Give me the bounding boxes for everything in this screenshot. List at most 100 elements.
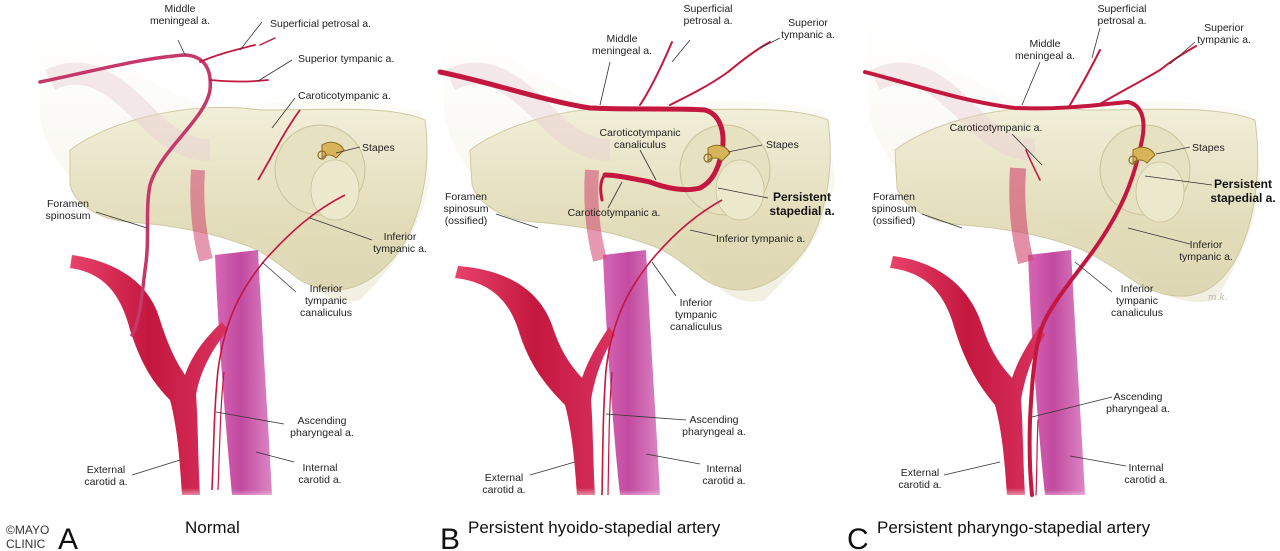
label-line: tympanic a. xyxy=(781,29,835,41)
label-line: Inferior xyxy=(680,297,713,309)
label-line: Superior tympanic a. xyxy=(298,53,394,65)
label-line: Superficial petrosal a. xyxy=(270,18,371,30)
label-line: External xyxy=(485,472,524,484)
panel-letter: A xyxy=(58,523,78,551)
copyright-line: CLINIC xyxy=(6,537,46,551)
panel-c: m.k. xyxy=(863,20,1262,505)
small-arteries-b xyxy=(601,199,723,496)
label-line: Inferior xyxy=(310,283,343,295)
leaders-b xyxy=(495,37,781,476)
label-line: Stapes xyxy=(362,142,395,154)
label-stapes: Stapes xyxy=(362,142,395,154)
label-line: canaliculus xyxy=(614,139,666,151)
label-line: External xyxy=(901,467,940,479)
label-line: tympanic xyxy=(1116,295,1158,307)
label-line: meningeal a. xyxy=(1015,50,1075,62)
middle-meningeal-artery-a xyxy=(38,37,276,337)
stapes-b xyxy=(703,144,731,163)
label-line: tympanic a. xyxy=(1179,251,1233,263)
label-superficial-petrosal: Superficial petrosal a. xyxy=(270,18,371,30)
stapedial-artery-b xyxy=(437,41,771,202)
label-line: Foramen xyxy=(47,198,89,210)
label-caroticotympanic: Caroticotympanic a. xyxy=(298,90,391,102)
temporal-bone-c xyxy=(865,20,1262,302)
label-line: Caroticotympanic a. xyxy=(568,207,661,219)
stapedial-artery-c xyxy=(863,45,1197,497)
label-line: Inferior xyxy=(1190,239,1223,251)
leaders-c xyxy=(921,27,1213,476)
label-line: Ascending xyxy=(1113,391,1162,403)
leaders-a xyxy=(95,21,373,476)
label-line: tympanic xyxy=(675,309,717,321)
label-line: tympanic xyxy=(305,295,347,307)
label-line: Superior xyxy=(788,17,828,29)
internal-carotid-artery-b xyxy=(584,169,663,505)
label-line: tympanic a. xyxy=(373,243,427,255)
label-line: stapedial a. xyxy=(1210,191,1275,205)
external-carotid-artery-a xyxy=(70,255,228,503)
internal-carotid-artery-a xyxy=(190,169,275,505)
label-line: petrosal a. xyxy=(1097,15,1146,27)
label-line: spinosum xyxy=(872,203,917,215)
label-line: Middle xyxy=(1030,38,1061,50)
label-line: Middle xyxy=(165,3,196,15)
label-line: Foramen xyxy=(873,191,915,203)
panel-caption: Normal xyxy=(185,518,240,537)
label-line: Stapes xyxy=(1192,142,1225,154)
label-line: meningeal a. xyxy=(592,45,652,57)
panel-caption: Persistent hyoido-stapedial artery xyxy=(468,518,721,537)
label-superior-tympanic: Superior tympanic a. xyxy=(298,53,394,65)
label-caroticotympanic: Caroticotympanic a. xyxy=(568,207,661,219)
label-line: spinosum xyxy=(46,210,91,222)
panel-letter: C xyxy=(847,523,869,551)
stapes-c xyxy=(1128,146,1156,165)
internal-carotid-artery-c xyxy=(1009,167,1088,505)
label-line: canaliculus xyxy=(1111,307,1163,319)
label-line: carotid a. xyxy=(482,484,525,496)
label-line: Persistent xyxy=(773,190,831,204)
label-line: carotid a. xyxy=(898,479,941,491)
temporal-bone-b xyxy=(440,20,835,302)
label-stapes: Stapes xyxy=(766,139,799,151)
label-caroticotympanic: Caroticotympanic a. xyxy=(950,122,1043,134)
label-line: Inferior tympanic a. xyxy=(716,233,805,245)
label-line: External xyxy=(87,464,126,476)
label-line: carotid a. xyxy=(298,474,341,486)
external-carotid-artery-c xyxy=(890,256,1045,503)
panel-caption: Persistent pharyngo-stapedial artery xyxy=(877,518,1151,537)
label-line: Superior xyxy=(1204,22,1244,34)
label-line: Inferior xyxy=(384,231,417,243)
label-line: petrosal a. xyxy=(683,15,732,27)
label-line: (ossified) xyxy=(445,215,488,227)
label-line: carotid a. xyxy=(1124,474,1167,486)
label-line: Persistent xyxy=(1214,177,1272,191)
label-line: tympanic a. xyxy=(1197,34,1251,46)
label-line: Ascending xyxy=(689,414,738,426)
label-line: Caroticotympanic a. xyxy=(950,122,1043,134)
label-line: meningeal a. xyxy=(150,15,210,27)
label-line: Ascending xyxy=(297,415,346,427)
label-line: Caroticotympanic a. xyxy=(298,90,391,102)
